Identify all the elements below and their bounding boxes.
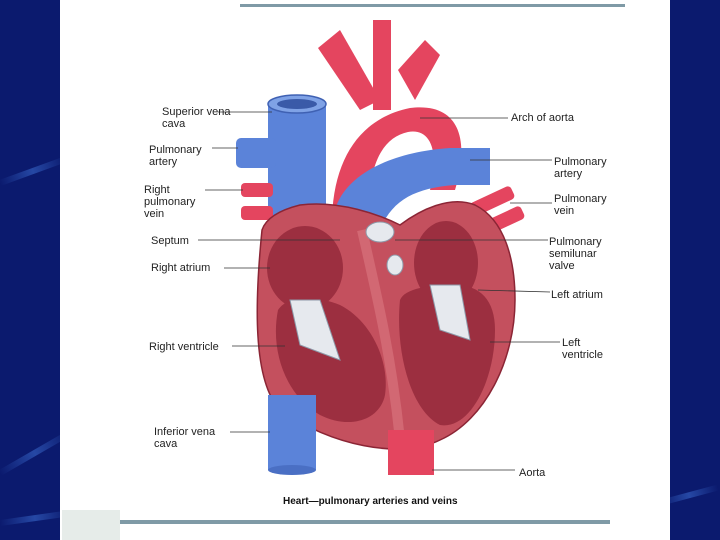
label-right-ventricle: Right ventricle (149, 341, 219, 353)
label-left-atrium: Left atrium (551, 289, 603, 301)
aortic-branch (373, 20, 391, 110)
label-inferior-vena-cava: Inferior vena cava (154, 426, 215, 450)
label-arch-of-aorta: Arch of aorta (511, 112, 574, 124)
label-right-atrium: Right atrium (151, 262, 210, 274)
label-left-ventricle: Left ventricle (562, 337, 603, 361)
label-pulmonary-vein: Pulmonary vein (554, 193, 607, 217)
descending-aorta-shape (388, 430, 434, 475)
pulmonary-artery-left-shape (236, 138, 276, 168)
figure-caption: Heart—pulmonary arteries and veins (283, 496, 458, 507)
label-pulmonary-semilunar-valve: Pulmonary semilunar valve (549, 236, 602, 272)
label-right-pulmonary-vein: Right pulmonary vein (144, 184, 195, 220)
label-pulmonary-artery-left: Pulmonary artery (149, 144, 202, 168)
label-septum: Septum (151, 235, 189, 247)
aortic-branch (398, 40, 440, 100)
label-aorta: Aorta (519, 467, 545, 479)
right-pulmonary-vein-shape (241, 183, 273, 197)
label-superior-vena-cava: Superior vena cava (162, 106, 231, 130)
inferior-vena-cava-shape (268, 395, 316, 470)
aortic-branch (318, 30, 380, 110)
label-pulmonary-artery-right: Pulmonary artery (554, 156, 607, 180)
right-atrium-chamber (267, 226, 343, 310)
right-pulmonary-vein-shape-2 (241, 206, 273, 220)
